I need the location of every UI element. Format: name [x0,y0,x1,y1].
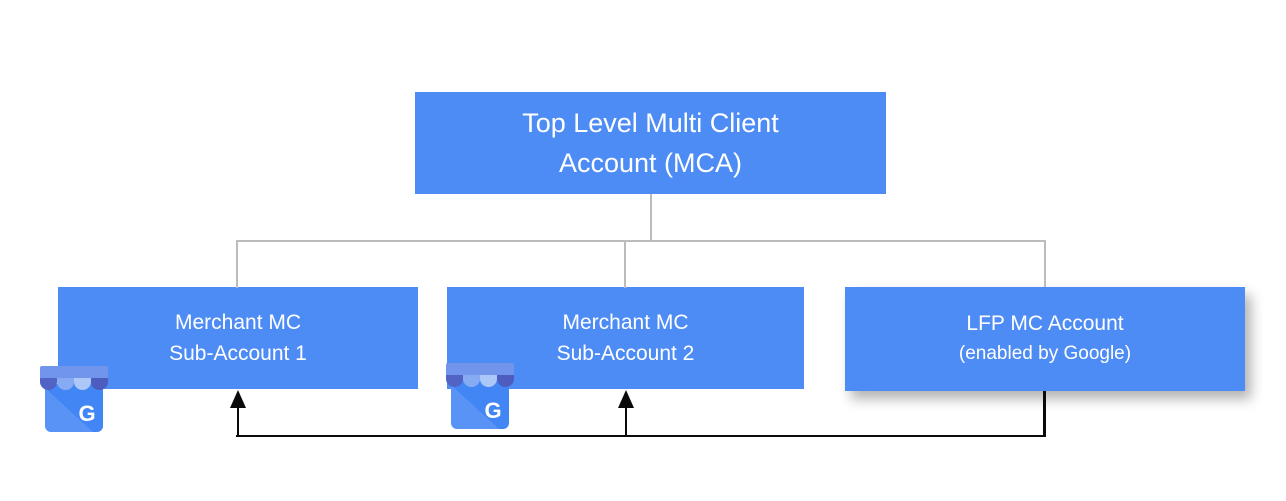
arrow-horizontal-line [236,434,1045,437]
node-top-level-mca-label-line2: Account (MCA) [558,148,743,178]
connector-lfp-drop-line [1044,240,1046,287]
node-lfp-mc-account-label-line2: (enabled by Google) [958,343,1132,364]
node-merchant-sub-account-1-label-line1: Merchant MC [174,311,302,334]
node-merchant-sub-account-2-label-line1: Merchant MC [562,311,689,334]
arrow-to-sub2-line [624,398,627,437]
connector-mca-down-line [650,194,652,241]
node-lfp-mc-account-label-line1: LFP MC Account [966,312,1124,335]
google-g-letter: G [78,401,95,426]
connector-sub1-drop-line [236,240,238,288]
node-merchant-sub-account-1-label-line2: Sub-Account 1 [169,342,307,365]
google-business-profile-icon: G [446,363,514,429]
arrow-lfp-down-line [1043,391,1046,437]
node-merchant-sub-account-1: Merchant MC Sub-Account 1 [58,287,418,389]
google-business-profile-icon: G [40,366,108,432]
google-g-letter: G [484,398,501,423]
connector-sub2-drop-line [624,240,626,288]
node-lfp-mc-account: LFP MC Account (enabled by Google) [845,287,1245,391]
arrowhead-up-sub1-icon [229,390,246,408]
node-merchant-sub-account-2-label-line2: Sub-Account 2 [556,342,695,365]
arrow-to-sub1-line [236,398,239,437]
node-top-level-mca-label-line1: Top Level Multi Client [522,108,779,138]
arrowhead-up-sub2-icon [617,390,634,408]
node-top-level-mca: Top Level Multi Client Account (MCA) [415,92,886,194]
connector-horizontal-line [236,240,1046,242]
